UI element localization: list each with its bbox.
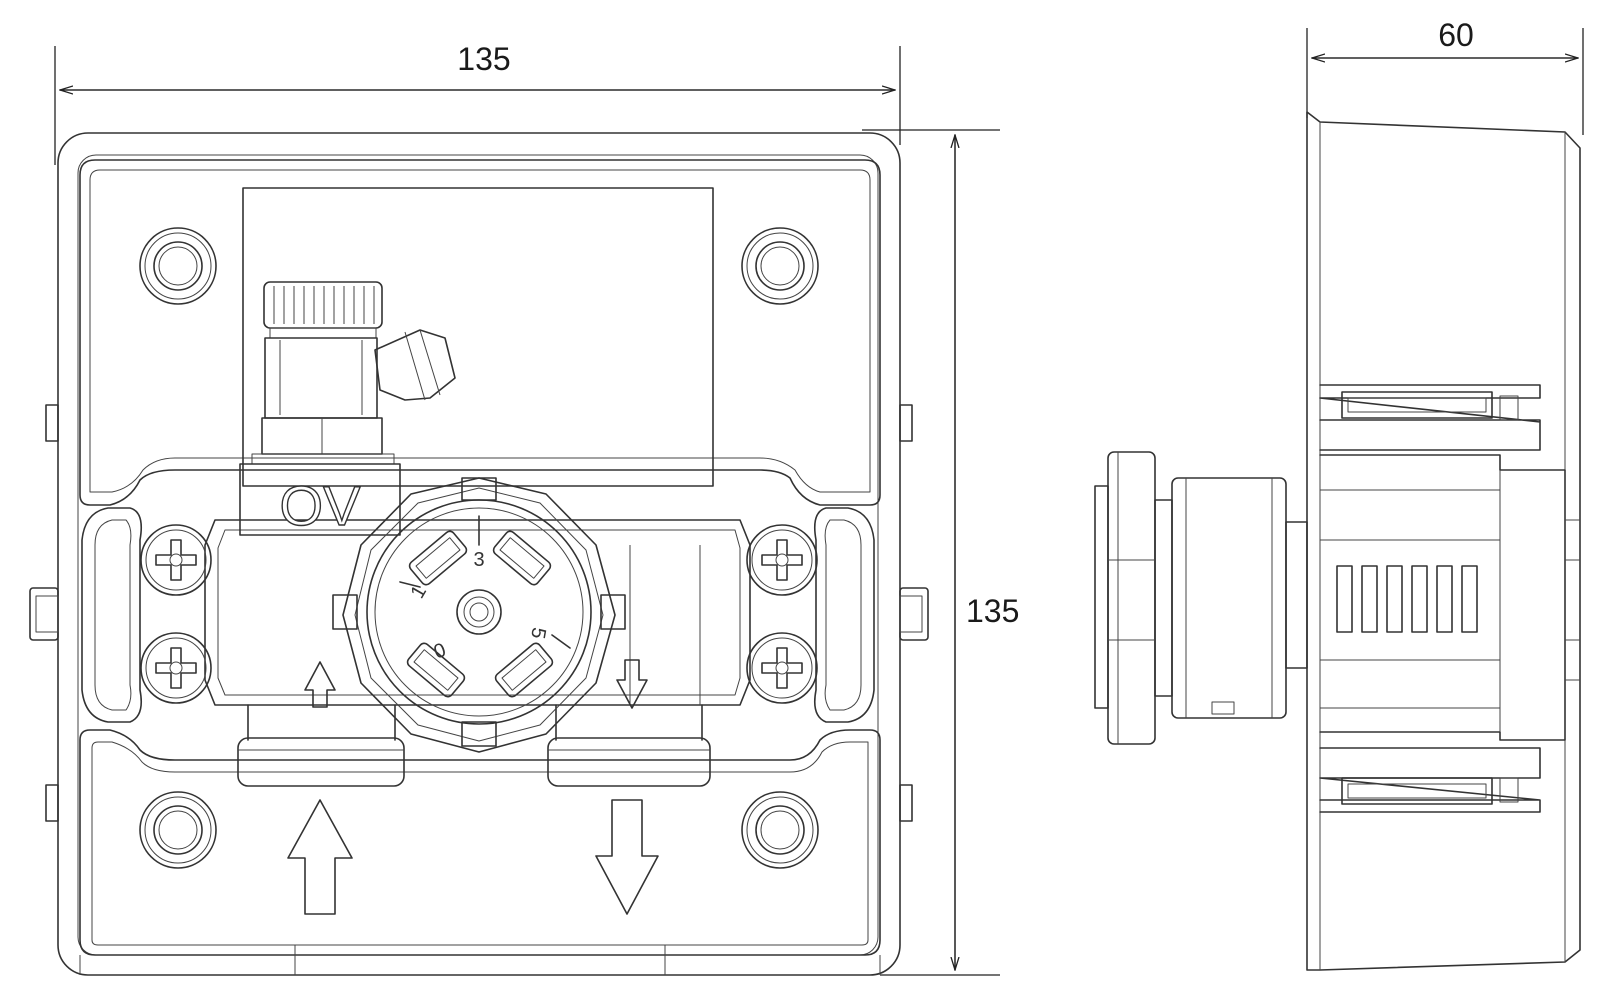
flow-arrow-up xyxy=(287,799,353,915)
side-shell xyxy=(1306,111,1581,971)
dial-center xyxy=(456,589,502,635)
right-handle xyxy=(813,507,875,723)
dimension-side-depth-label: 60 xyxy=(1438,17,1474,53)
side-dial-profile xyxy=(1094,451,1308,745)
inlet-pipe xyxy=(237,661,405,787)
dimension-front-width: 135 xyxy=(54,41,901,165)
inlet-arrow-small xyxy=(304,661,336,708)
outlet-pipe xyxy=(547,659,711,787)
screw-left-upper xyxy=(140,524,212,596)
dimension-front-height-label: 135 xyxy=(966,593,1019,629)
mounting-hole-bottom-left xyxy=(139,791,217,869)
flow-arrow-down xyxy=(595,799,659,915)
side-upper-fin xyxy=(1319,384,1541,451)
side-vent-slots xyxy=(1336,565,1478,633)
dial-number-5: 5 xyxy=(526,626,550,641)
front-view: OV xyxy=(29,132,929,976)
manifold-body xyxy=(204,519,751,706)
mounting-hole-bottom-right xyxy=(741,791,819,869)
dial-number-3: 3 xyxy=(473,549,484,571)
left-handle xyxy=(81,507,143,723)
dial-scale: 3 1 5 0 xyxy=(399,515,571,664)
mounting-hole-top-right xyxy=(741,227,819,305)
outlet-arrow-small xyxy=(616,659,648,709)
mounting-hole-top-left xyxy=(139,227,217,305)
label-area xyxy=(242,187,714,487)
side-clips xyxy=(29,404,929,822)
dimension-front-height: 135 xyxy=(862,129,1019,976)
dial-number-0: 0 xyxy=(431,639,449,663)
screw-right-lower xyxy=(746,632,818,704)
vent-nozzle xyxy=(374,329,456,401)
upper-panel xyxy=(79,159,881,506)
housing-outline xyxy=(57,132,901,976)
screw-right-upper xyxy=(746,524,818,596)
dimension-side-depth: 60 xyxy=(1306,17,1584,135)
side-lower-fin xyxy=(1319,747,1541,813)
screw-left-lower xyxy=(140,632,212,704)
air-vent-valve: OV xyxy=(239,281,456,538)
lower-panel xyxy=(79,729,881,956)
dimension-front-width-label: 135 xyxy=(457,41,510,77)
valve-label: OV xyxy=(280,474,362,537)
dial-detents xyxy=(406,530,554,698)
rotary-selector-dial: 3 1 5 0 xyxy=(332,477,626,753)
side-view xyxy=(1094,111,1581,971)
